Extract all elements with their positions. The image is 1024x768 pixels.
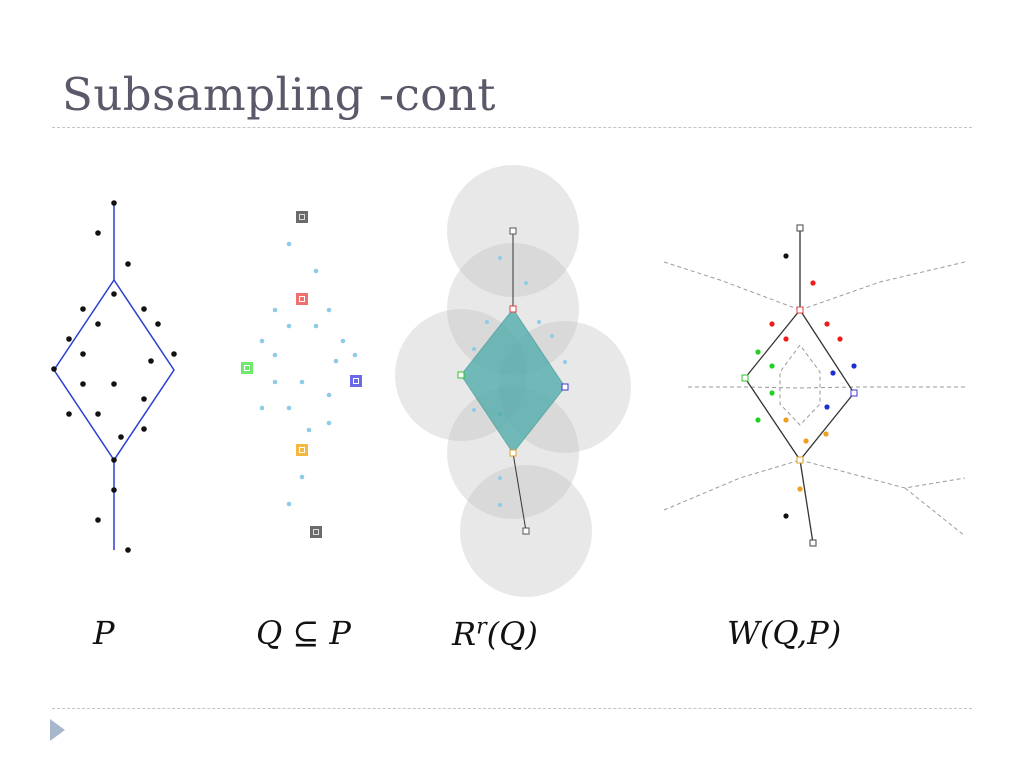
title-divider <box>52 127 972 128</box>
caption-r-q-text: Rr(Q) <box>452 614 538 653</box>
caption-w-q-p: W(Q,P) <box>727 614 842 652</box>
caption-r-q: Rr(Q) <box>452 614 538 653</box>
caption-q-subset-p: Q ⊆ P <box>256 614 351 652</box>
caption-p: P <box>93 614 115 652</box>
next-slide-triangle-icon[interactable] <box>50 719 65 741</box>
slide-title: Subsampling -cont <box>62 68 496 121</box>
caption-r-q-superscript: r <box>476 614 487 639</box>
footer-divider <box>52 708 972 709</box>
